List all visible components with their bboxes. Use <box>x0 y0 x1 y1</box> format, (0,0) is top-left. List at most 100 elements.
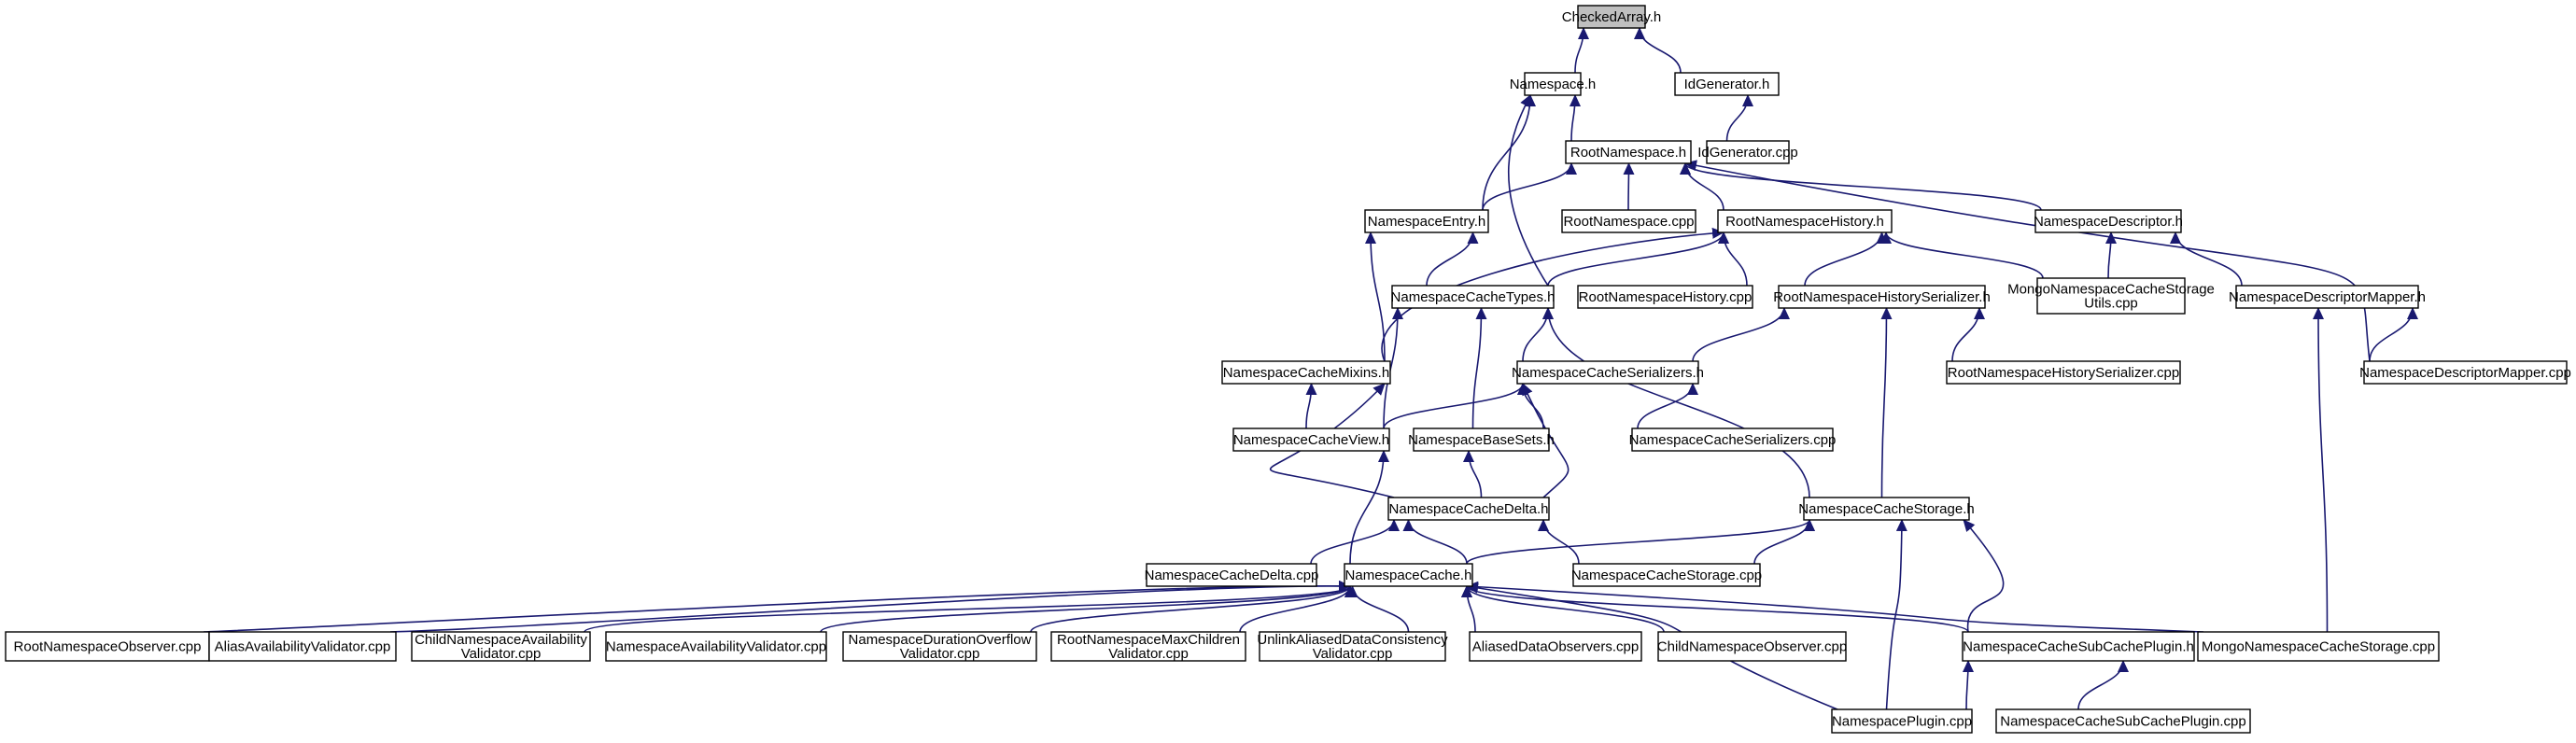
node-box <box>1516 360 1699 385</box>
edge-n27-n24 <box>389 580 1351 633</box>
node-box <box>1259 631 1446 662</box>
node-box <box>1344 563 1473 587</box>
edge-n15-n9 <box>1522 307 1554 362</box>
node-n11[interactable]: RootNamespaceHistorySerializer.h <box>1773 285 1991 309</box>
node-n0[interactable]: CheckedArray.h <box>1562 5 1661 29</box>
node-box <box>1561 209 1696 233</box>
node-label: RootNamespaceHistorySerializer.h <box>1773 289 1991 305</box>
node-box <box>2197 631 2440 662</box>
edge-n9-n5 <box>1426 231 1479 287</box>
node-box <box>208 631 397 662</box>
edge-n24-n18 <box>1349 450 1389 565</box>
node-n35[interactable]: NamespaceCacheSubCachePlugin.h <box>1962 631 2195 662</box>
node-n13[interactable]: NamespaceDescriptorMapper.h <box>2229 285 2426 309</box>
edge-n9-n1 <box>1508 94 1549 287</box>
node-n10[interactable]: RootNamespaceHistory.cpp <box>1577 285 1753 309</box>
node-label: MongoNamespaceCacheStorage <box>2007 282 2215 298</box>
node-box <box>1391 285 1555 309</box>
node-n38[interactable]: NamespaceCacheSubCachePlugin.cpp <box>1995 708 2251 734</box>
node-n24[interactable]: NamespaceCache.h <box>1344 563 1473 587</box>
node-box <box>842 631 1037 662</box>
node-label: RootNamespace.h <box>1570 145 1686 161</box>
node-box <box>1387 497 1550 521</box>
node-n36[interactable]: MongoNamespaceCacheStorage.cpp <box>2197 631 2440 662</box>
edge-n12-n8 <box>2104 231 2117 279</box>
node-n32[interactable]: UnlinkAliasedDataConsistencyValidator.cp… <box>1257 631 1448 662</box>
node-n5[interactable]: NamespaceEntry.h <box>1364 209 1489 233</box>
node-label: NamespaceEntry.h <box>1368 214 1485 230</box>
node-n14[interactable]: NamespaceCacheMixins.h <box>1221 360 1391 385</box>
node-n1[interactable]: Namespace.h <box>1510 72 1597 96</box>
edge-n23-n21 <box>1310 519 1400 565</box>
edge-n21-n15 <box>1522 383 1570 498</box>
node-n9[interactable]: NamespaceCacheTypes.h <box>1391 285 1555 309</box>
node-label: NamespaceAvailabilityValidator.cpp <box>606 639 826 655</box>
node-label: NamespaceCacheSerializers.cpp <box>1629 432 1837 448</box>
edge-n17-n3 <box>1684 160 2371 362</box>
edge-n17-n13 <box>2369 307 2418 362</box>
node-label: IdGenerator.h <box>1684 77 1770 92</box>
edge-n12-n7 <box>1880 231 2044 279</box>
node-label: Validator.cpp <box>900 646 980 662</box>
node-n22[interactable]: NamespaceCacheStorage.h <box>1798 497 1975 521</box>
node-box <box>1657 631 1847 662</box>
node-box <box>1577 285 1753 309</box>
node-n8[interactable]: NamespaceDescriptor.h <box>2034 209 2183 233</box>
node-label: RootNamespaceHistory.cpp <box>1579 289 1753 305</box>
edge-n34-n24 <box>1461 585 1665 633</box>
edge-n21-n19 <box>1463 450 1483 498</box>
edge-n11-n7 <box>1804 231 1888 287</box>
node-n21[interactable]: NamespaceCacheDelta.h <box>1387 497 1550 521</box>
node-n18[interactable]: NamespaceCacheView.h <box>1232 428 1390 452</box>
node-n27[interactable]: AliasAvailabilityValidator.cpp <box>208 631 397 662</box>
node-box <box>1232 428 1390 452</box>
edge-n37-n22 <box>1885 519 1907 710</box>
node-label: NamespaceCacheStorage.cpp <box>1571 568 1762 583</box>
node-n19[interactable]: NamespaceBaseSets.h <box>1408 428 1555 452</box>
node-label: CheckedArray.h <box>1562 9 1661 25</box>
node-n6[interactable]: RootNamespace.cpp <box>1561 209 1696 233</box>
node-n4[interactable]: IdGenerator.cpp <box>1697 140 1798 164</box>
node-n17[interactable]: NamespaceDescriptorMapper.cpp <box>2359 360 2571 385</box>
node-box <box>2036 277 2186 315</box>
node-label: RootNamespace.cpp <box>1563 214 1694 230</box>
edge-n25-n22 <box>1753 519 1815 565</box>
node-n3[interactable]: RootNamespace.h <box>1565 140 1692 164</box>
node-n2[interactable]: IdGenerator.h <box>1674 72 1780 96</box>
edge-n37-n35 <box>1962 660 1974 710</box>
edge-n10-n7 <box>1718 231 1748 287</box>
node-label: NamespaceCacheView.h <box>1233 432 1389 448</box>
edge-n35-n24 <box>1461 585 1969 633</box>
node-n26[interactable]: RootNamespaceObserver.cpp <box>5 631 210 662</box>
node-n37[interactable]: NamespacePlugin.cpp <box>1831 708 1973 734</box>
edge-n2-n0 <box>1634 27 1682 74</box>
edge-n25-n21 <box>1538 519 1580 565</box>
node-n29[interactable]: NamespaceAvailabilityValidator.cpp <box>605 631 827 662</box>
node-n25[interactable]: NamespaceCacheStorage.cpp <box>1571 563 1762 587</box>
edge-n6-n3 <box>1623 162 1635 211</box>
edge-n15-n11 <box>1692 307 1790 362</box>
node-n7[interactable]: RootNamespaceHistory.h <box>1717 209 1893 233</box>
node-label: MongoNamespaceCacheStorage.cpp <box>2202 639 2435 655</box>
node-n23[interactable]: NamespaceCacheDelta.cpp <box>1145 563 1319 587</box>
node-label: NamespaceDurationOverflow <box>849 632 1032 648</box>
node-box <box>5 631 210 662</box>
node-n33[interactable]: AliasedDataObservers.cpp <box>1469 631 1642 662</box>
node-n20[interactable]: NamespaceCacheSerializers.cpp <box>1629 428 1837 452</box>
node-box <box>2034 209 2182 233</box>
edge-n19-n9 <box>1471 307 1487 429</box>
edge-n38-n35 <box>2077 660 2129 710</box>
edge-n18-n15 <box>1383 383 1528 429</box>
node-n15[interactable]: NamespaceCacheSerializers.h <box>1512 360 1704 385</box>
node-label: Utils.cpp <box>2084 296 2138 312</box>
node-n16[interactable]: RootNamespaceHistorySerializer.cpp <box>1946 360 2181 385</box>
node-box <box>1413 428 1550 452</box>
node-n34[interactable]: ChildNamespaceObserver.cpp <box>1657 631 1847 662</box>
edge-n22-n11 <box>1880 307 1893 498</box>
edge-n24-n21 <box>1402 519 1468 565</box>
